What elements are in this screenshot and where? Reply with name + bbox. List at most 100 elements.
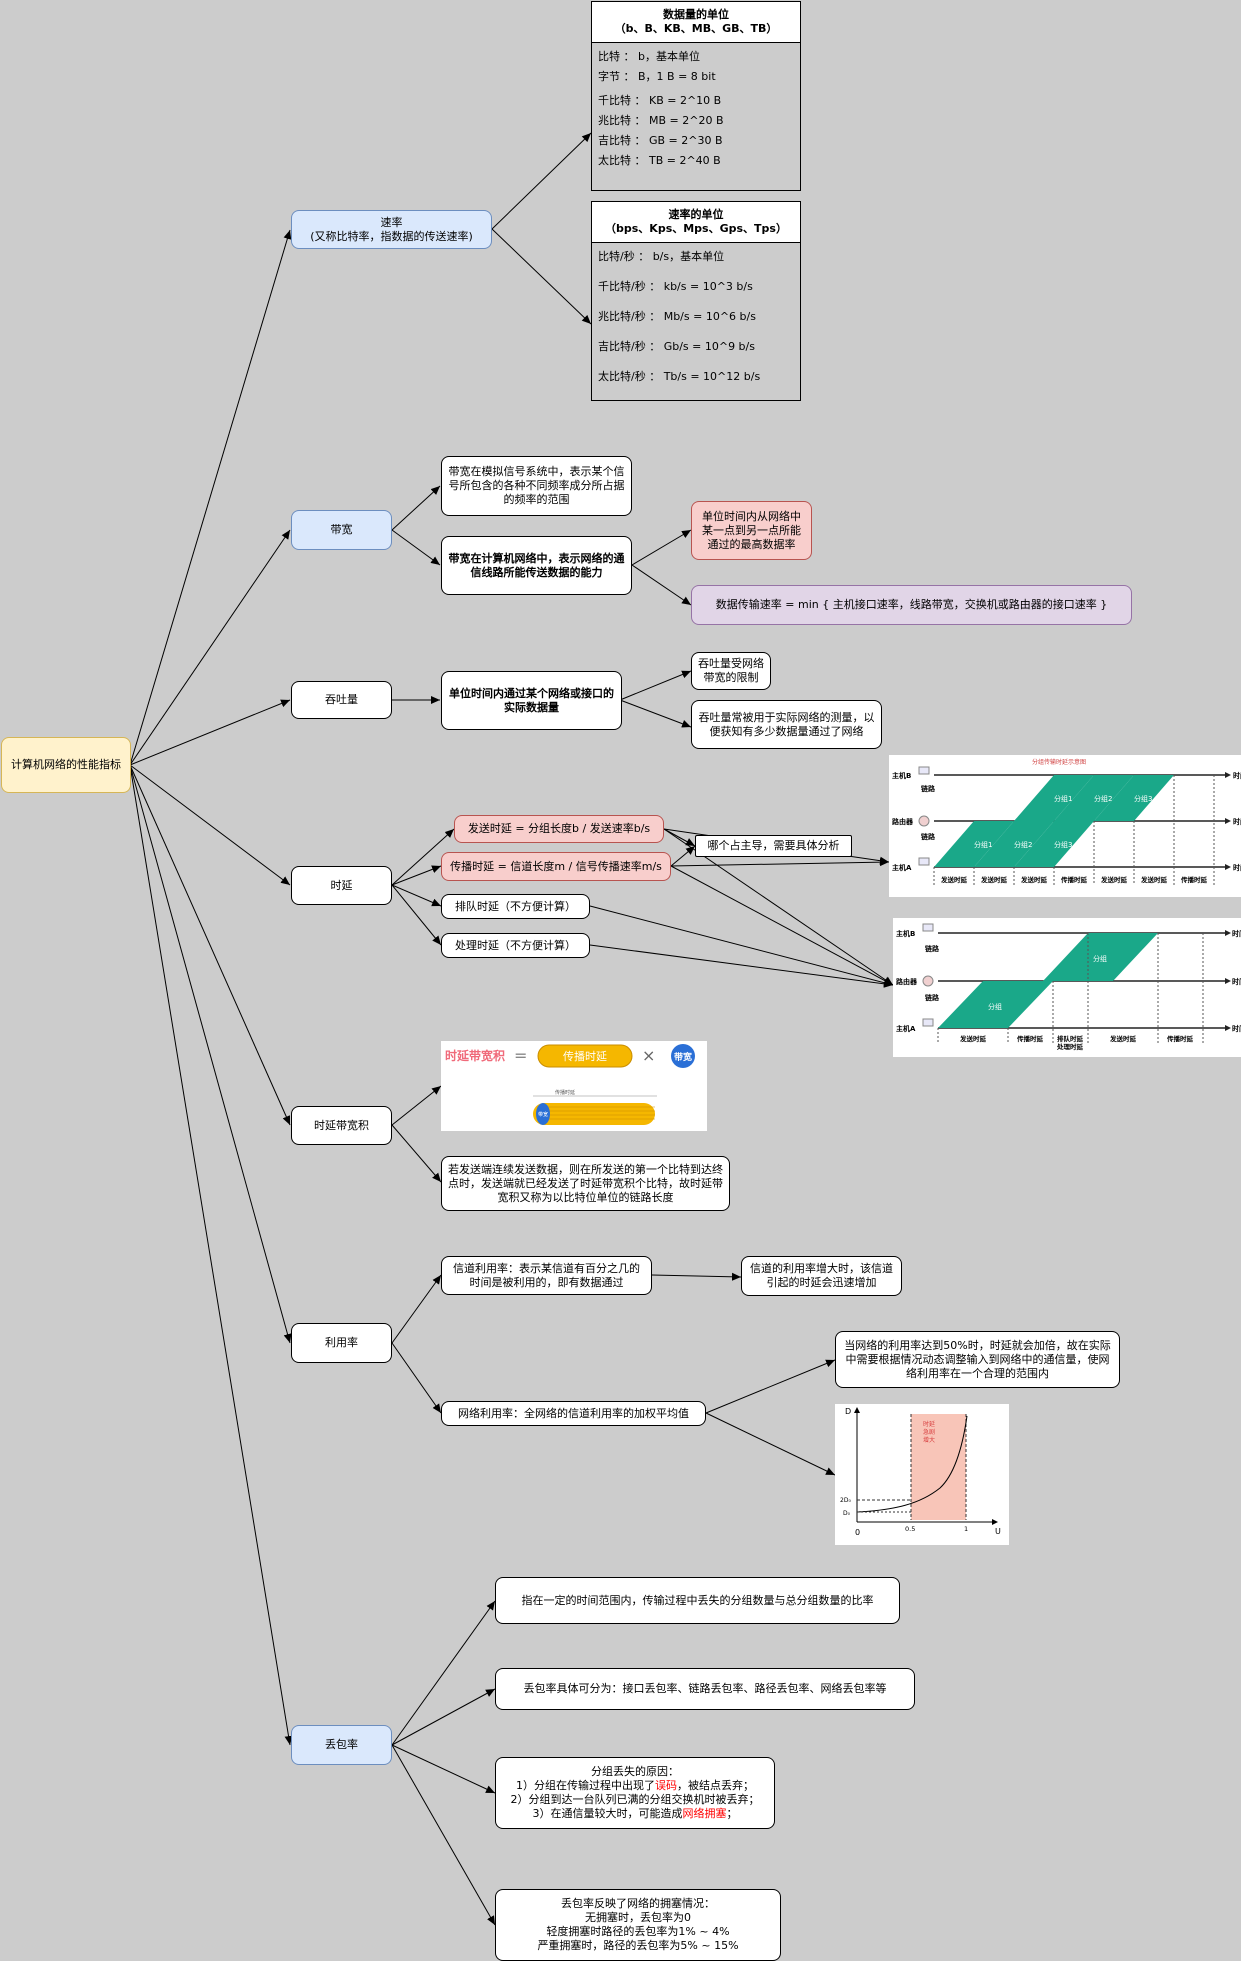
fig2-link-label: 链路 xyxy=(924,944,940,953)
loss-types-node[interactable]: 丢包率具体可分为：接口丢包率、链路丢包率、路径丢包率、网络丢包率等 xyxy=(495,1668,915,1710)
rate-unit-row: 吉比特/秒 ： Gb/s = 10^9 b/s xyxy=(598,340,755,353)
rate-formula-text: 数据传输速率 = min { 主机接口速率，线路带宽，交换机或路由器的接口速率 … xyxy=(715,598,1108,611)
fig2-time-label: 时间 xyxy=(1232,929,1241,938)
fig1-router: 路由器 xyxy=(892,817,914,826)
bandwidth-analog-node[interactable]: 带宽在模拟信号系统中，表示某个信号所包含的各种不同频率成分所占据的频率的范围 xyxy=(441,456,632,516)
loss-congestion-text: 丢包率反映了网络的拥塞情况： 无拥塞时，丢包率为0 轻度拥塞时路径的丢包率为1%… xyxy=(537,1897,739,1952)
queue-delay-text: 排队时延（不方便计算） xyxy=(455,899,576,913)
rate-units-table: 速率的单位 （bps、Kps、Mps、Gps、Tps） 比特/秒 ： b/s，基… xyxy=(591,201,801,401)
loss-reason-2: 2）分组到达一台队列已满的分组交换机时被丢弃； xyxy=(510,1793,760,1806)
rate-unit-row: 比特/秒 ： b/s，基本单位 xyxy=(598,250,725,263)
send-delay-node[interactable]: 发送时延 = 分组长度b / 发送速率b/s xyxy=(454,815,664,843)
fig2-time-label: 时间 xyxy=(1232,977,1241,986)
proc-delay-node[interactable]: 处理时延（不方便计算） xyxy=(441,933,590,958)
fig1-axis-label: 发送时延 xyxy=(1140,875,1168,884)
bdp-fig-title: 时延带宽积 xyxy=(445,1048,505,1063)
fig1-link-label: 链路 xyxy=(920,832,936,841)
bdp-label: 时延带宽积 xyxy=(314,1118,369,1132)
delay-label: 时延 xyxy=(330,878,353,892)
data-unit-row: 字节 ： B，1 B = 8 bit xyxy=(598,70,716,83)
chart-y-tick: D₀ xyxy=(843,1510,851,1517)
utilization-node[interactable]: 利用率 xyxy=(291,1323,392,1363)
network-note-node[interactable]: 当网络的利用率达到50%时，时延就会加倍，故在实际中需要根据情况动态调整输入到网… xyxy=(835,1331,1120,1388)
loss-reasons-node[interactable]: 分组丢失的原因： 1）分组在传输过程中出现了误码，被结点丢弃； 2）分组到达一台… xyxy=(495,1757,775,1829)
throughput-usage-text: 吞吐量常被用于实际网络的测量，以便获知有多少数据量通过了网络 xyxy=(698,710,875,738)
channel-utilization-text: 信道利用率：表示某信道有百分之几的时间是被利用的，即有数据通过 xyxy=(453,1261,640,1289)
loss-congestion-node[interactable]: 丢包率反映了网络的拥塞情况： 无拥塞时，丢包率为0 轻度拥塞时路径的丢包率为1%… xyxy=(495,1889,781,1961)
fig2-axis-label: 传播时延 xyxy=(1166,1034,1194,1043)
proc-delay-text: 处理时延（不方便计算） xyxy=(455,938,576,952)
dominant-delay-node[interactable]: 哪个占主导，需要具体分析 xyxy=(695,835,852,857)
channel-effect-text: 信道的利用率增大时，该信道引起的时延会迅速增加 xyxy=(750,1262,893,1289)
fig2-time-label: 时间 xyxy=(1232,1024,1241,1033)
throughput-limit-node[interactable]: 吞吐量受网络带宽的限制 xyxy=(691,652,771,690)
bdp-diagram: 时延带宽积 = 传播时延 × 带宽 传播时延 带宽 xyxy=(441,1041,707,1131)
fig2-router: 路由器 xyxy=(896,977,918,986)
delay-node[interactable]: 时延 xyxy=(291,866,392,905)
chart-y-tick: 2D₀ xyxy=(840,1497,851,1504)
loss-reasons-title: 分组丢失的原因： xyxy=(591,1765,679,1778)
congestion-highlight: 网络拥塞 xyxy=(682,1807,727,1820)
data-units-header: 数据量的单位 （b、B、KB、MB、GB、TB） xyxy=(592,2,800,43)
loss-reason-1: 1）分组在传输过程中出现了误码，被结点丢弃； xyxy=(516,1779,754,1792)
data-unit-row: 兆比特 ： MB = 2^20 B xyxy=(598,114,724,127)
fig1-packet-label: 分组2 xyxy=(1014,840,1032,849)
throughput-usage-node[interactable]: 吞吐量常被用于实际网络的测量，以便获知有多少数据量通过了网络 xyxy=(691,700,882,749)
fig1-axis-label: 发送时延 xyxy=(1020,875,1048,884)
rate-unit-row: 千比特/秒 ： kb/s = 10^3 b/s xyxy=(598,280,753,293)
fig2-axis-label: 发送时延 xyxy=(1109,1034,1137,1043)
throughput-label: 吞吐量 xyxy=(325,693,358,706)
bdp-fig-times: × xyxy=(642,1046,655,1065)
max-rate-node[interactable]: 单位时间内从网络中某一点到另一点所能通过的最高数据率 xyxy=(691,501,812,560)
bdp-fig-equals: = xyxy=(514,1046,527,1065)
max-rate-text: 单位时间内从网络中某一点到另一点所能通过的最高数据率 xyxy=(702,509,801,551)
fig2-packet-label: 分组 xyxy=(988,1002,1002,1011)
delay-diagram-components: 主机B 路由器 主机A 时间 时间 时间 链路 链路 分组 分组 发送时延 传播… xyxy=(893,918,1241,1057)
bdp-fig-prop: 传播时延 xyxy=(563,1049,607,1063)
network-utilization-node[interactable]: 网络利用率：全网络的信道利用率的加权平均值 xyxy=(441,1401,706,1426)
throughput-definition-node[interactable]: 单位时间内通过某个网络或接口的实际数据量 xyxy=(441,671,622,730)
bandwidth-node[interactable]: 带宽 xyxy=(291,510,392,550)
throughput-definition-text: 单位时间内通过某个网络或接口的实际数据量 xyxy=(449,686,614,714)
rate-label: 速率 (又称比特率，指数据的传送速率) xyxy=(310,215,473,243)
fig2-axis-label: 传播时延 xyxy=(1016,1034,1044,1043)
rate-node[interactable]: 速率 (又称比特率，指数据的传送速率) xyxy=(291,210,492,249)
fig2-host-a: 主机A xyxy=(896,1024,916,1033)
bdp-node[interactable]: 时延带宽积 xyxy=(291,1106,392,1145)
loss-types-text: 丢包率具体可分为：接口丢包率、链路丢包率、路径丢包率、网络丢包率等 xyxy=(523,1682,887,1695)
utilization-label: 利用率 xyxy=(325,1336,358,1349)
fig1-packet-label: 分组2 xyxy=(1094,794,1112,803)
fig2-queue-proc-label: 排队时延处理时延 xyxy=(1056,1034,1084,1051)
fig1-axis-label: 发送时延 xyxy=(980,875,1008,884)
bandwidth-network-node[interactable]: 带宽在计算机网络中，表示网络的通信线路所能传送数据的能力 xyxy=(441,536,632,595)
fig2-link-label: 链路 xyxy=(924,993,940,1002)
bdp-desc-node[interactable]: 若发送端连续发送数据，则在所发送的第一个比特到达终点时，发送端就已经发送了时延带… xyxy=(441,1156,730,1211)
fig1-time-label: 时间 xyxy=(1233,771,1241,780)
data-unit-row: 太比特 ： TB = 2^40 B xyxy=(598,154,721,167)
fig1-time-label: 时间 xyxy=(1233,863,1241,872)
fig2-axis-label: 发送时延 xyxy=(959,1034,987,1043)
fig1-axis-label: 传播时延 xyxy=(1180,875,1208,884)
chart-x-tick: 1 xyxy=(964,1525,968,1533)
throughput-node[interactable]: 吞吐量 xyxy=(291,681,392,719)
loss-def-node[interactable]: 指在一定的时间范围内，传输过程中丢失的分组数量与总分组数量的比率 xyxy=(495,1577,900,1624)
data-unit-row: 比特 ： b，基本单位 xyxy=(598,50,700,63)
network-utilization-text: 网络利用率：全网络的信道利用率的加权平均值 xyxy=(458,1406,689,1420)
data-units-table: 数据量的单位 （b、B、KB、MB、GB、TB） 比特 ： b，基本单位 字节 … xyxy=(591,1,801,191)
chart-region-label: 时延急剧增大 xyxy=(923,1420,935,1444)
root-label: 计算机网络的性能指标 xyxy=(11,758,121,771)
rate-units-header: 速率的单位 （bps、Kps、Mps、Gps、Tps） xyxy=(592,202,800,243)
chart-xlabel: U xyxy=(995,1527,1001,1536)
fig1-packet-label: 分组1 xyxy=(974,840,992,849)
root-node[interactable]: 计算机网络的性能指标 xyxy=(1,737,131,793)
channel-utilization-node[interactable]: 信道利用率：表示某信道有百分之几的时间是被利用的，即有数据通过 xyxy=(441,1256,652,1295)
chart-ylabel: D xyxy=(845,1407,851,1416)
channel-effect-node[interactable]: 信道的利用率增大时，该信道引起的时延会迅速增加 xyxy=(741,1256,902,1296)
dominant-delay-text: 哪个占主导，需要具体分析 xyxy=(707,839,840,852)
prop-delay-node[interactable]: 传播时延 = 信道长度m / 信号传播速率m/s xyxy=(441,852,671,881)
loss-node[interactable]: 丢包率 xyxy=(291,1725,392,1765)
rate-unit-row: 太比特/秒 ： Tb/s = 10^12 b/s xyxy=(598,370,761,383)
rate-formula-node[interactable]: 数据传输速率 = min { 主机接口速率，线路带宽，交换机或路由器的接口速率 … xyxy=(691,585,1132,625)
fig1-host-b: 主机B xyxy=(892,771,911,780)
queue-delay-node[interactable]: 排队时延（不方便计算） xyxy=(441,894,590,919)
